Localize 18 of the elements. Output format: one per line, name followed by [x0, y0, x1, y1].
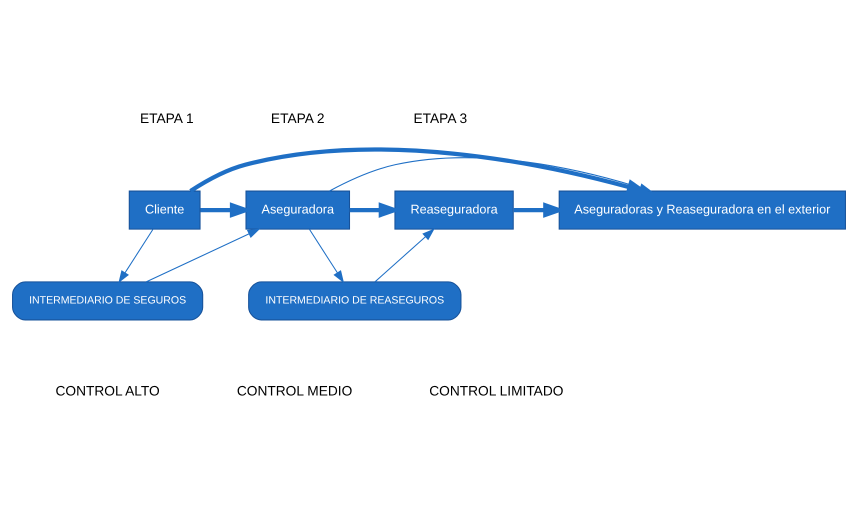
node-box: Aseguradoras y Reaseguradora en el exterior	[558, 190, 846, 230]
node-box: INTERMEDIARIO DE SEGUROS	[12, 281, 204, 320]
arrow	[118, 229, 154, 284]
node-box: Reaseguradora	[394, 190, 514, 230]
label: ETAPA 2	[270, 110, 325, 126]
label: ETAPA 3	[414, 110, 468, 126]
node-box: INTERMEDIARIO DE REASEGUROS	[248, 281, 462, 320]
label: CONTROL ALTO	[56, 383, 160, 398]
arrow	[309, 229, 344, 284]
label: CONTROL LIMITADO	[429, 383, 564, 398]
label: CONTROL MEDIO	[236, 383, 352, 398]
arrow	[329, 157, 652, 192]
node-box: Aseguradora	[245, 190, 350, 230]
arrow	[189, 147, 649, 194]
node-box: Cliente	[128, 190, 201, 230]
label: ETAPA 1	[140, 110, 194, 126]
arrow	[146, 228, 260, 282]
arrow	[374, 228, 435, 282]
